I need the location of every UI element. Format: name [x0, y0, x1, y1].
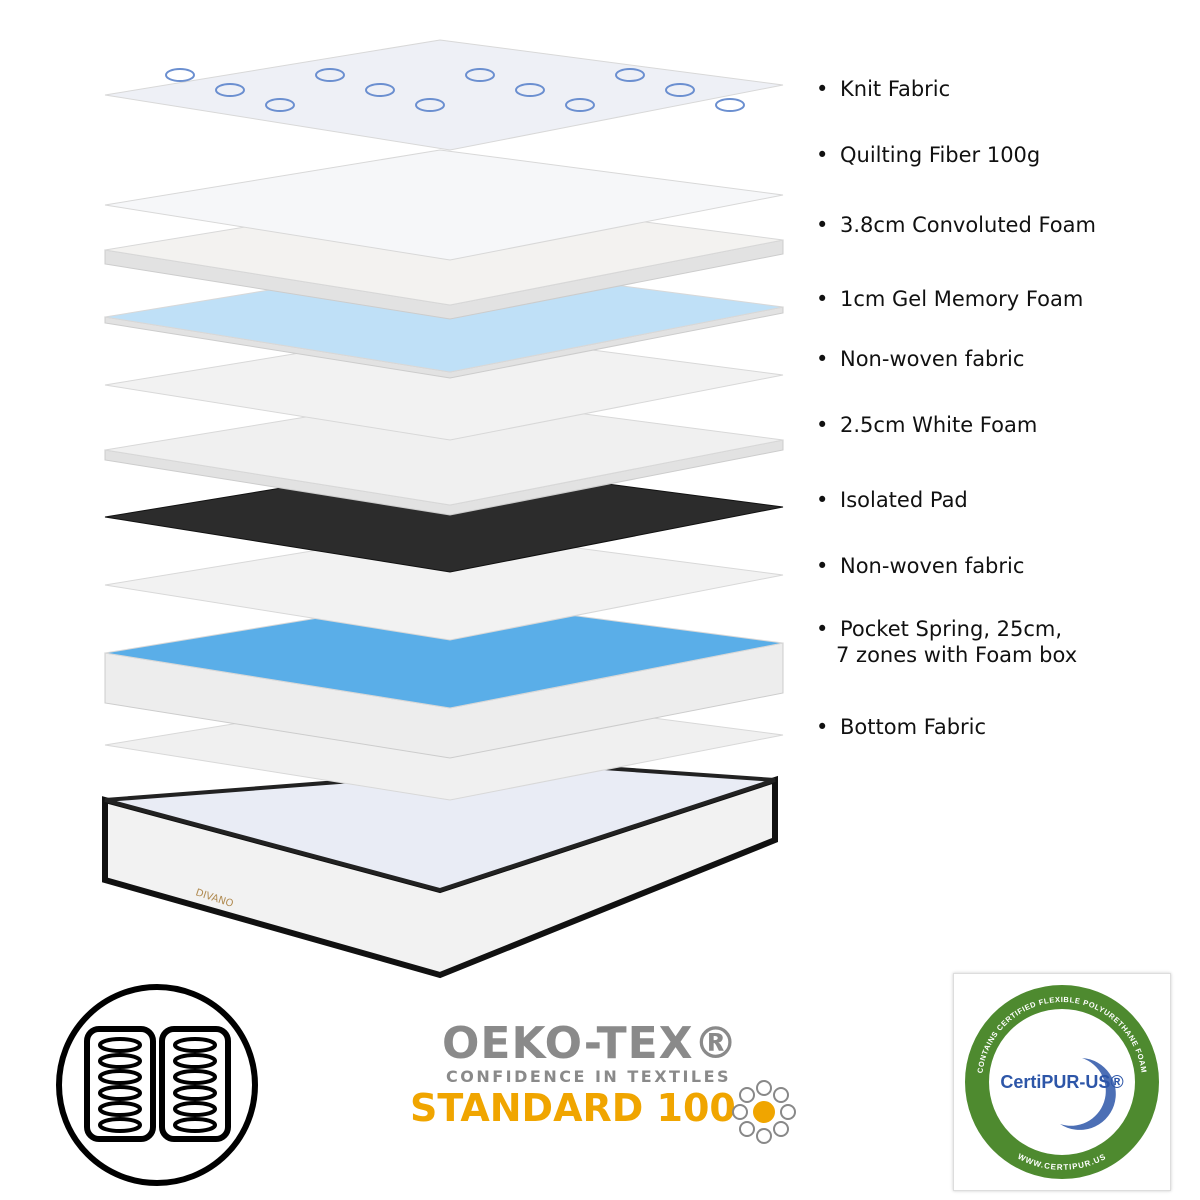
oeko-title: OEKO-TEX®: [442, 1018, 739, 1069]
layer-label-text: Isolated Pad: [840, 488, 968, 512]
bullet: •: [816, 488, 829, 512]
layer-label-text: Non-woven fabric: [840, 554, 1025, 578]
oeko-flower-icon: [732, 1080, 796, 1144]
layer-label: • Quilting Fiber 100g: [816, 142, 1040, 168]
bullet: •: [816, 554, 829, 578]
certipur-us-logo: CONTAINS CERTIFIED FLEXIBLE POLYURETHANE…: [953, 973, 1171, 1191]
bullet: •: [816, 213, 829, 237]
oeko-standard: STANDARD 100: [410, 1086, 736, 1130]
layer-label: • Non-woven fabric: [816, 346, 1024, 372]
layer-label-text: Non-woven fabric: [840, 347, 1025, 371]
layer-label: • Non-woven fabric: [816, 553, 1024, 579]
bullet: •: [816, 77, 829, 101]
layer-label: • 1cm Gel Memory Foam: [816, 286, 1083, 312]
layer-label: • 2.5cm White Foam: [816, 412, 1037, 438]
bullet: •: [816, 413, 829, 437]
bullet: •: [816, 347, 829, 371]
bullet: •: [816, 715, 829, 739]
layer-label-text: Bottom Fabric: [840, 715, 987, 739]
certipur-name: CertiPUR-US®: [1000, 1072, 1123, 1092]
layer-label: • Isolated Pad: [816, 487, 968, 513]
bullet: •: [816, 143, 829, 167]
layer-label: • Knit Fabric: [816, 76, 950, 102]
oeko-tex-logo: OEKO-TEX® CONFIDENCE IN TEXTILES STANDAR…: [410, 1018, 810, 1144]
layer-knit-fabric: [104, 39, 784, 151]
layer-label: • Bottom Fabric: [816, 714, 986, 740]
layer-label: • 3.8cm Convoluted Foam: [816, 212, 1096, 238]
layer-label-text: 1cm Gel Memory Foam: [840, 287, 1084, 311]
layer-label-text: Quilting Fiber 100g: [840, 143, 1041, 167]
layer-label-text: 3.8cm Convoluted Foam: [840, 213, 1096, 237]
mattress-layers-diagram: DIVANO: [102, 39, 784, 979]
bullet: •: [816, 287, 829, 311]
layer-label-text: Knit Fabric: [840, 77, 951, 101]
bullet: •: [816, 617, 829, 641]
layer-label-text: Pocket Spring, 25cm, 7 zones with Foam b…: [836, 617, 1078, 667]
pocket-spring-icon: [56, 984, 258, 1186]
layer-quilting-fiber-100g: [104, 149, 784, 261]
oeko-subtitle: CONFIDENCE IN TEXTILES: [446, 1067, 732, 1086]
layer-label-text: 2.5cm White Foam: [840, 413, 1038, 437]
layer-label: • Pocket Spring, 25cm, 7 zones with Foam …: [816, 616, 1077, 668]
